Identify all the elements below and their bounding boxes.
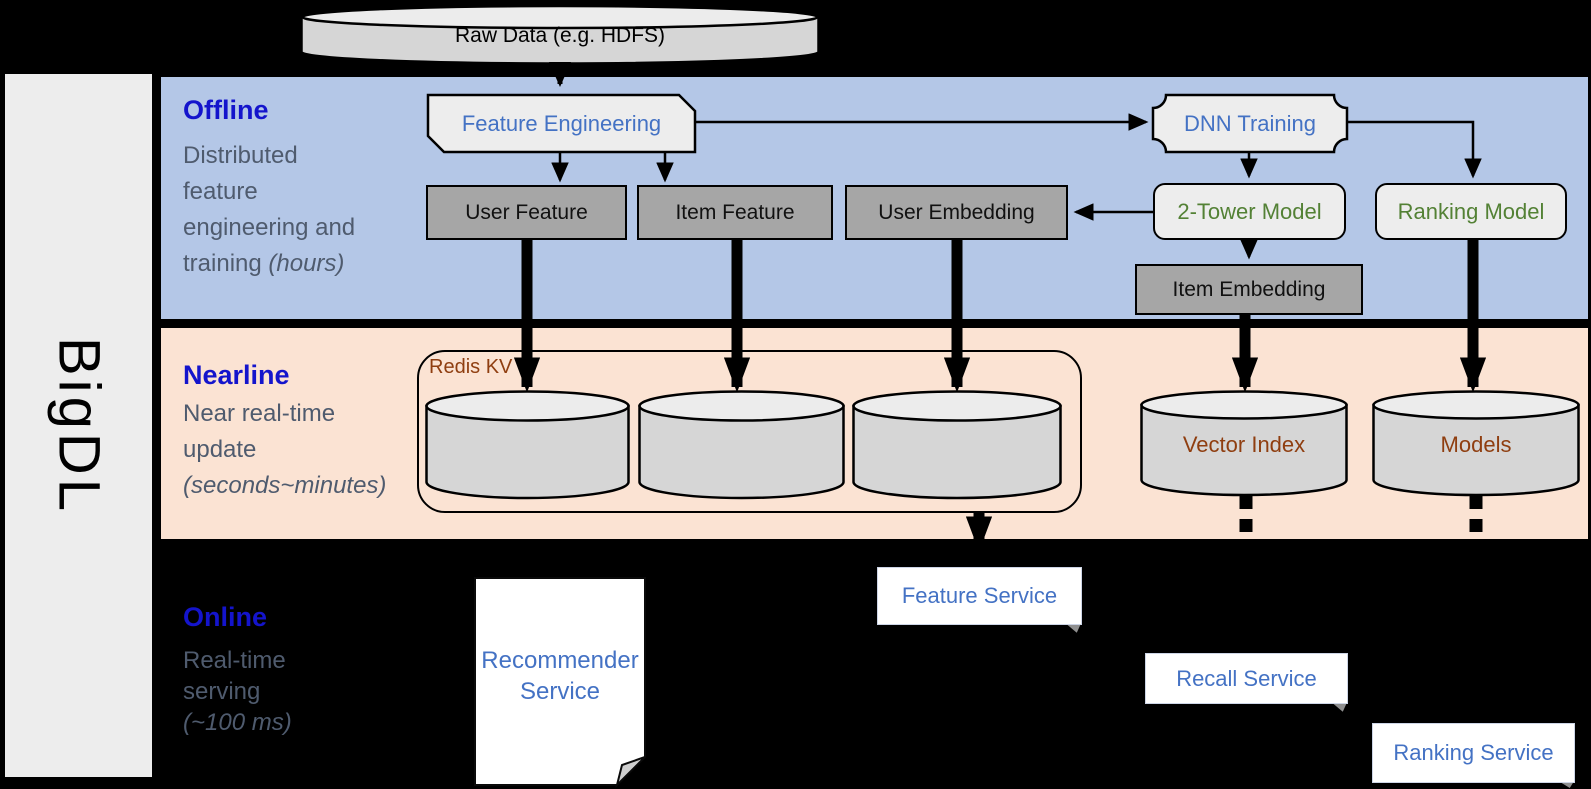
online-title: Online xyxy=(183,602,268,632)
recall-service-label: Recall Service xyxy=(1176,665,1317,691)
ranking-model-node: Ranking Model xyxy=(1375,183,1567,240)
ranking-service-label: Ranking Service xyxy=(1393,740,1554,765)
item-embedding-label: Item Embedding xyxy=(1172,277,1326,301)
section-desc-line: (seconds~minutes) xyxy=(183,472,387,499)
section-desc-line: training (hours) xyxy=(183,250,345,277)
recommender-service-label: Recommender Service xyxy=(481,647,639,705)
bigdl-sidebar: BigDL xyxy=(5,74,152,777)
section-desc-line: update xyxy=(183,436,257,463)
nearline-description: Near real-time update (seconds~minutes) xyxy=(183,396,386,504)
user-embedding-node: User Embedding xyxy=(845,185,1068,240)
item-embedding-node: Item Embedding xyxy=(1135,264,1363,315)
two-tower-model-node: 2-Tower Model xyxy=(1153,183,1346,240)
section-desc-line: Distributed xyxy=(183,142,298,169)
bigdl-label: BigDL xyxy=(46,336,112,515)
section-desc-line: Near real-time xyxy=(183,400,336,427)
user-feature-label: User Feature xyxy=(465,200,588,224)
section-desc-line: engineering and xyxy=(183,214,356,241)
item-feature-node: Item Feature xyxy=(637,185,833,240)
offline-description: Distributed feature engineering and trai… xyxy=(183,138,355,282)
item-feature-label: Item Feature xyxy=(675,200,795,224)
section-desc-line: serving xyxy=(183,678,261,705)
online-description: Real-time serving (~100 ms) xyxy=(183,645,292,738)
offline-title: Offline xyxy=(183,95,269,125)
models-label: Models xyxy=(1440,432,1512,457)
ranking-model-label: Ranking Model xyxy=(1397,198,1545,224)
section-desc-line: feature xyxy=(183,178,258,205)
feature-service-label: Feature Service xyxy=(901,583,1058,608)
ranking-service-node: Ranking Service xyxy=(1372,723,1575,783)
raw-data-label: Raw Data (e.g. HDFS) xyxy=(454,24,666,47)
section-desc-line: Real-time xyxy=(183,647,286,674)
redis-kv-container xyxy=(417,350,1082,513)
feature-service-node: Feature Service xyxy=(877,567,1082,625)
user-embedding-label: User Embedding xyxy=(878,200,1035,224)
recall-service-node: Recall Service xyxy=(1145,653,1348,704)
redis-kv-label: Redis KV xyxy=(429,356,513,378)
nearline-title: Nearline xyxy=(183,360,290,390)
dnn-training-label: DNN Training xyxy=(1183,110,1317,136)
vector-index-label: Vector Index xyxy=(1182,432,1306,457)
two-tower-model-label: 2-Tower Model xyxy=(1177,198,1322,224)
user-feature-node: User Feature xyxy=(426,185,627,240)
feature-engineering-label: Feature Engineering xyxy=(461,110,662,136)
section-desc-line: (~100 ms) xyxy=(183,709,292,736)
